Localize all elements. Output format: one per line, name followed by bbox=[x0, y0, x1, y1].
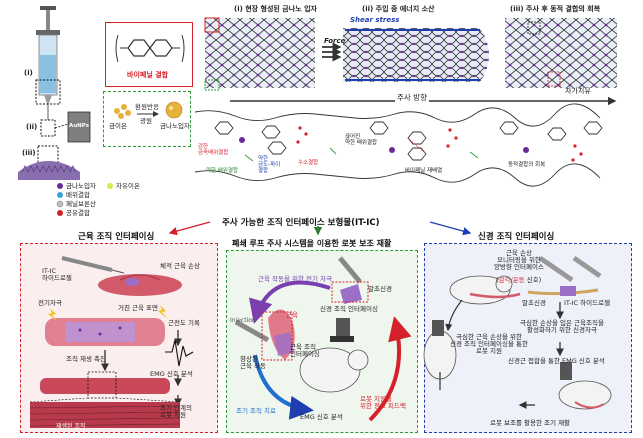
regeneration-label: 조직 재생 촉진 bbox=[66, 355, 107, 363]
legend-free-ion: 자유이온 bbox=[116, 182, 140, 190]
robot-rehab-label: 로봇 보조를 활용한 조기 재활 bbox=[490, 419, 571, 427]
force-label: Force bbox=[324, 37, 346, 45]
itic-hydrogel-label: IT-IC 하이드로젤 bbox=[42, 267, 72, 283]
injection-direction-label: 주사 방향 bbox=[395, 93, 429, 103]
syringe-label-ii: (ii) bbox=[26, 123, 38, 131]
reduction-box bbox=[103, 91, 191, 147]
reduction-label: 환원반응 bbox=[135, 103, 159, 111]
sensor-motor-prefix: ( bbox=[496, 276, 499, 284]
muscle-injury-label: 체적 근육 손상 bbox=[160, 262, 201, 270]
electric-stim-center-label: 근육 작동을 위한 전기 자극 bbox=[258, 275, 333, 283]
subtitle: 폐쇄 루프 주사 시스템을 이용한 로봇 보조 재활 bbox=[232, 239, 392, 248]
sensor-motor-suffix: 신호) bbox=[524, 276, 542, 284]
hydrogen-bond-label: 수소결합 bbox=[298, 160, 319, 166]
emg-analysis-center-label: EMG 신호 분석 bbox=[300, 413, 343, 421]
self-healing-label: 자가치유 bbox=[565, 87, 591, 95]
enhanced-muscle-label: 향상된 근육 작동 bbox=[240, 355, 266, 371]
muscle-label: 근육 bbox=[286, 311, 298, 319]
nerve-panel-title: 신경 조직 인터페이싱 bbox=[478, 232, 555, 242]
main-title: 주사 가능한 조직 인터페이스 보형물(IT-IC) bbox=[222, 218, 380, 228]
nerve-damage-label: 근육 손상 모니터링을 위한 양방향 인터페이스 bbox=[494, 249, 544, 272]
sensor-motor-label: (감각/운동 신호) bbox=[496, 276, 542, 284]
hydrogel-right-label: IT-IC 하이드로젤 bbox=[564, 299, 611, 307]
muscle-panel-title: 근육 조직 인터페이싱 bbox=[78, 232, 155, 242]
regenerated-label: 재생된 조직 bbox=[56, 423, 86, 430]
strong-coord-label: 강한 금속배위결합 bbox=[198, 144, 229, 157]
biphenyl-bond-label: 바이페닐 결합 bbox=[127, 71, 169, 79]
gold-np-label: 금나노입자 bbox=[160, 122, 190, 130]
early-robot-label: 초기 단계의 로봇 지원 bbox=[160, 404, 192, 420]
muscle-interface-center-label: 근육 조직 인터페이싱 bbox=[290, 343, 320, 359]
emg-analysis-left-label: EMG 신호 분석 bbox=[150, 370, 193, 378]
syringe-label-iii: (iii) bbox=[22, 149, 36, 157]
muscle-support-label: 극심한 손상을 입은 근육조직을 활성화하기 위한 신경자극 bbox=[520, 319, 604, 335]
panel-ii-title: (ii) 주입 중 에너지 소산 bbox=[362, 5, 435, 13]
neuromuscular-label: 신경근 접합을 통한 EMG 신호 분석 bbox=[508, 357, 605, 365]
biphenyl-rearr-label: 바이페닐 재배열 bbox=[405, 168, 443, 174]
electric-stim-label: 전기자극 bbox=[38, 299, 62, 307]
dynamic-recovery-label: 동적결합의 회복 bbox=[508, 162, 546, 168]
gold-ion-label: 금이온 bbox=[109, 122, 127, 130]
rough-surface-label: 거친 근육 표면 bbox=[118, 304, 159, 312]
emg-record-label: 근전도 기록 bbox=[168, 319, 200, 327]
nerve-interface-center-label: 신경 조직 인터페이싱 bbox=[320, 305, 378, 313]
legend-phenylboronic: 페닐보론산 bbox=[66, 200, 96, 208]
shear-stress-label: Shear stress bbox=[350, 16, 400, 24]
panel-iii-title: (iii) 주사 후 동적 결합의 회복 bbox=[510, 5, 601, 13]
biphenyl-box bbox=[105, 22, 193, 87]
early-treatment-label: 조기 조직 치료 bbox=[236, 407, 277, 415]
weak-coord-label: 약한 배위결합 bbox=[206, 168, 239, 174]
sensor-motor-highlight: 감각/운동 bbox=[498, 276, 525, 284]
weak-gold-pi-label: 약한 금도-파이 결합 bbox=[258, 156, 281, 175]
legend-gold-np: 금나노입자 bbox=[66, 182, 96, 190]
feedback-label: 로봇 지원을 위한 정보 피드백 bbox=[360, 395, 406, 411]
peripheral-right-label: 말초신경 bbox=[522, 299, 546, 307]
panel-i-title: (i) 현장 형성된 금나노 입자 bbox=[234, 5, 317, 13]
legend-coordination: 배위결합 bbox=[66, 191, 90, 199]
legend-covalent: 공유결합 bbox=[66, 209, 90, 217]
syringe-label-i: (i) bbox=[24, 69, 33, 77]
broken-weak-label: 끊어진 약한 배위결합 bbox=[345, 134, 378, 147]
peripheral-nerve-center-label: 말초신경 bbox=[368, 285, 392, 293]
aunps-label: AuNPs bbox=[69, 123, 89, 129]
robot-support-label: 극심한 근육 손상을 위한 신경 조직 인터페이싱을 통한 로봇 지원 bbox=[450, 333, 528, 356]
uv-label: 광원 bbox=[140, 117, 152, 125]
injection-label: Injection bbox=[230, 317, 256, 324]
